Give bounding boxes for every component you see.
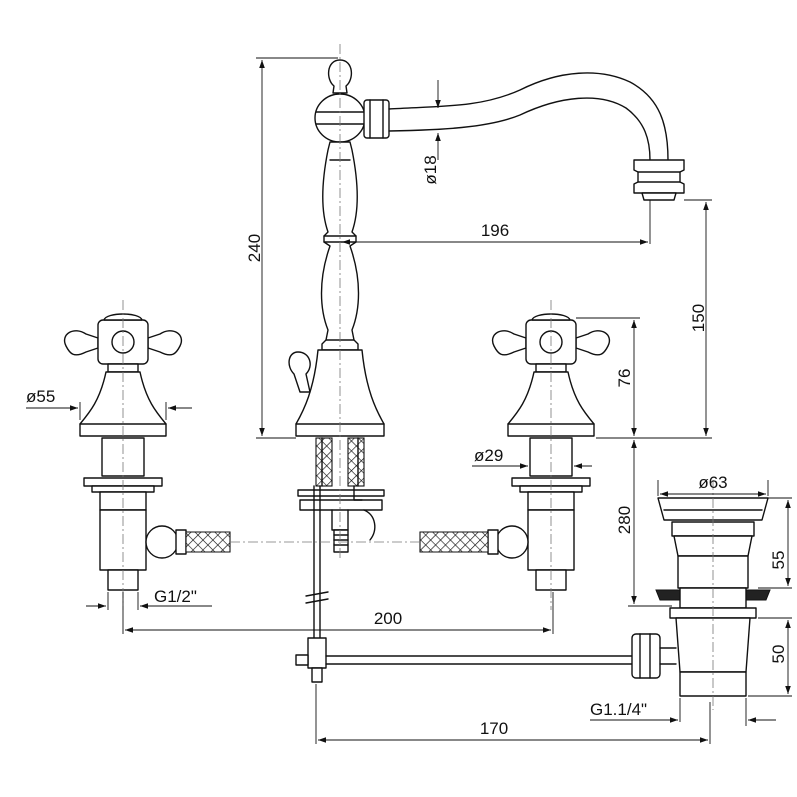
dimension-196: 196	[342, 200, 651, 245]
dimension-76: 76	[576, 317, 640, 436]
dimension-280-label: 280	[615, 506, 634, 534]
dimension-55-waste: 55	[758, 497, 792, 589]
dimension-170: 170	[315, 684, 711, 744]
dimension-g12: G1/2"	[86, 587, 212, 610]
dimension-g114: G1.1/4"	[590, 698, 776, 726]
right-handle-valve	[419, 300, 611, 610]
dimension-240: 240	[245, 57, 338, 439]
dimension-76-label: 76	[615, 369, 634, 388]
dimension-18: ø18	[421, 80, 441, 185]
dimension-63: ø63	[657, 473, 769, 497]
dimension-g114-label: G1.1/4"	[590, 700, 647, 719]
dimension-55-label: ø55	[26, 387, 55, 406]
dimension-150: 150	[596, 199, 712, 439]
dimension-18-label: ø18	[421, 155, 440, 184]
dimension-55-waste-label: 55	[769, 551, 788, 570]
dimension-29: ø29	[472, 446, 592, 469]
spout-assembly	[288, 44, 685, 683]
dimension-196-label: 196	[481, 221, 509, 240]
dimension-200-label: 200	[374, 609, 402, 628]
popup-waste	[631, 480, 771, 710]
dimension-50-waste-label: 50	[769, 645, 788, 664]
dimension-200: 200	[122, 592, 554, 634]
dimension-170-label: 170	[480, 719, 508, 738]
dimension-240-label: 240	[245, 234, 264, 262]
dimension-55: ø55	[26, 387, 192, 420]
dimension-50-waste: 50	[748, 617, 792, 697]
dimension-150-label: 150	[689, 304, 708, 332]
dimension-g12-label: G1/2"	[154, 587, 197, 606]
dimension-29-label: ø29	[474, 446, 503, 465]
dimension-63-label: ø63	[698, 473, 727, 492]
dimension-280: 280	[615, 440, 672, 607]
left-handle-valve	[63, 300, 231, 610]
